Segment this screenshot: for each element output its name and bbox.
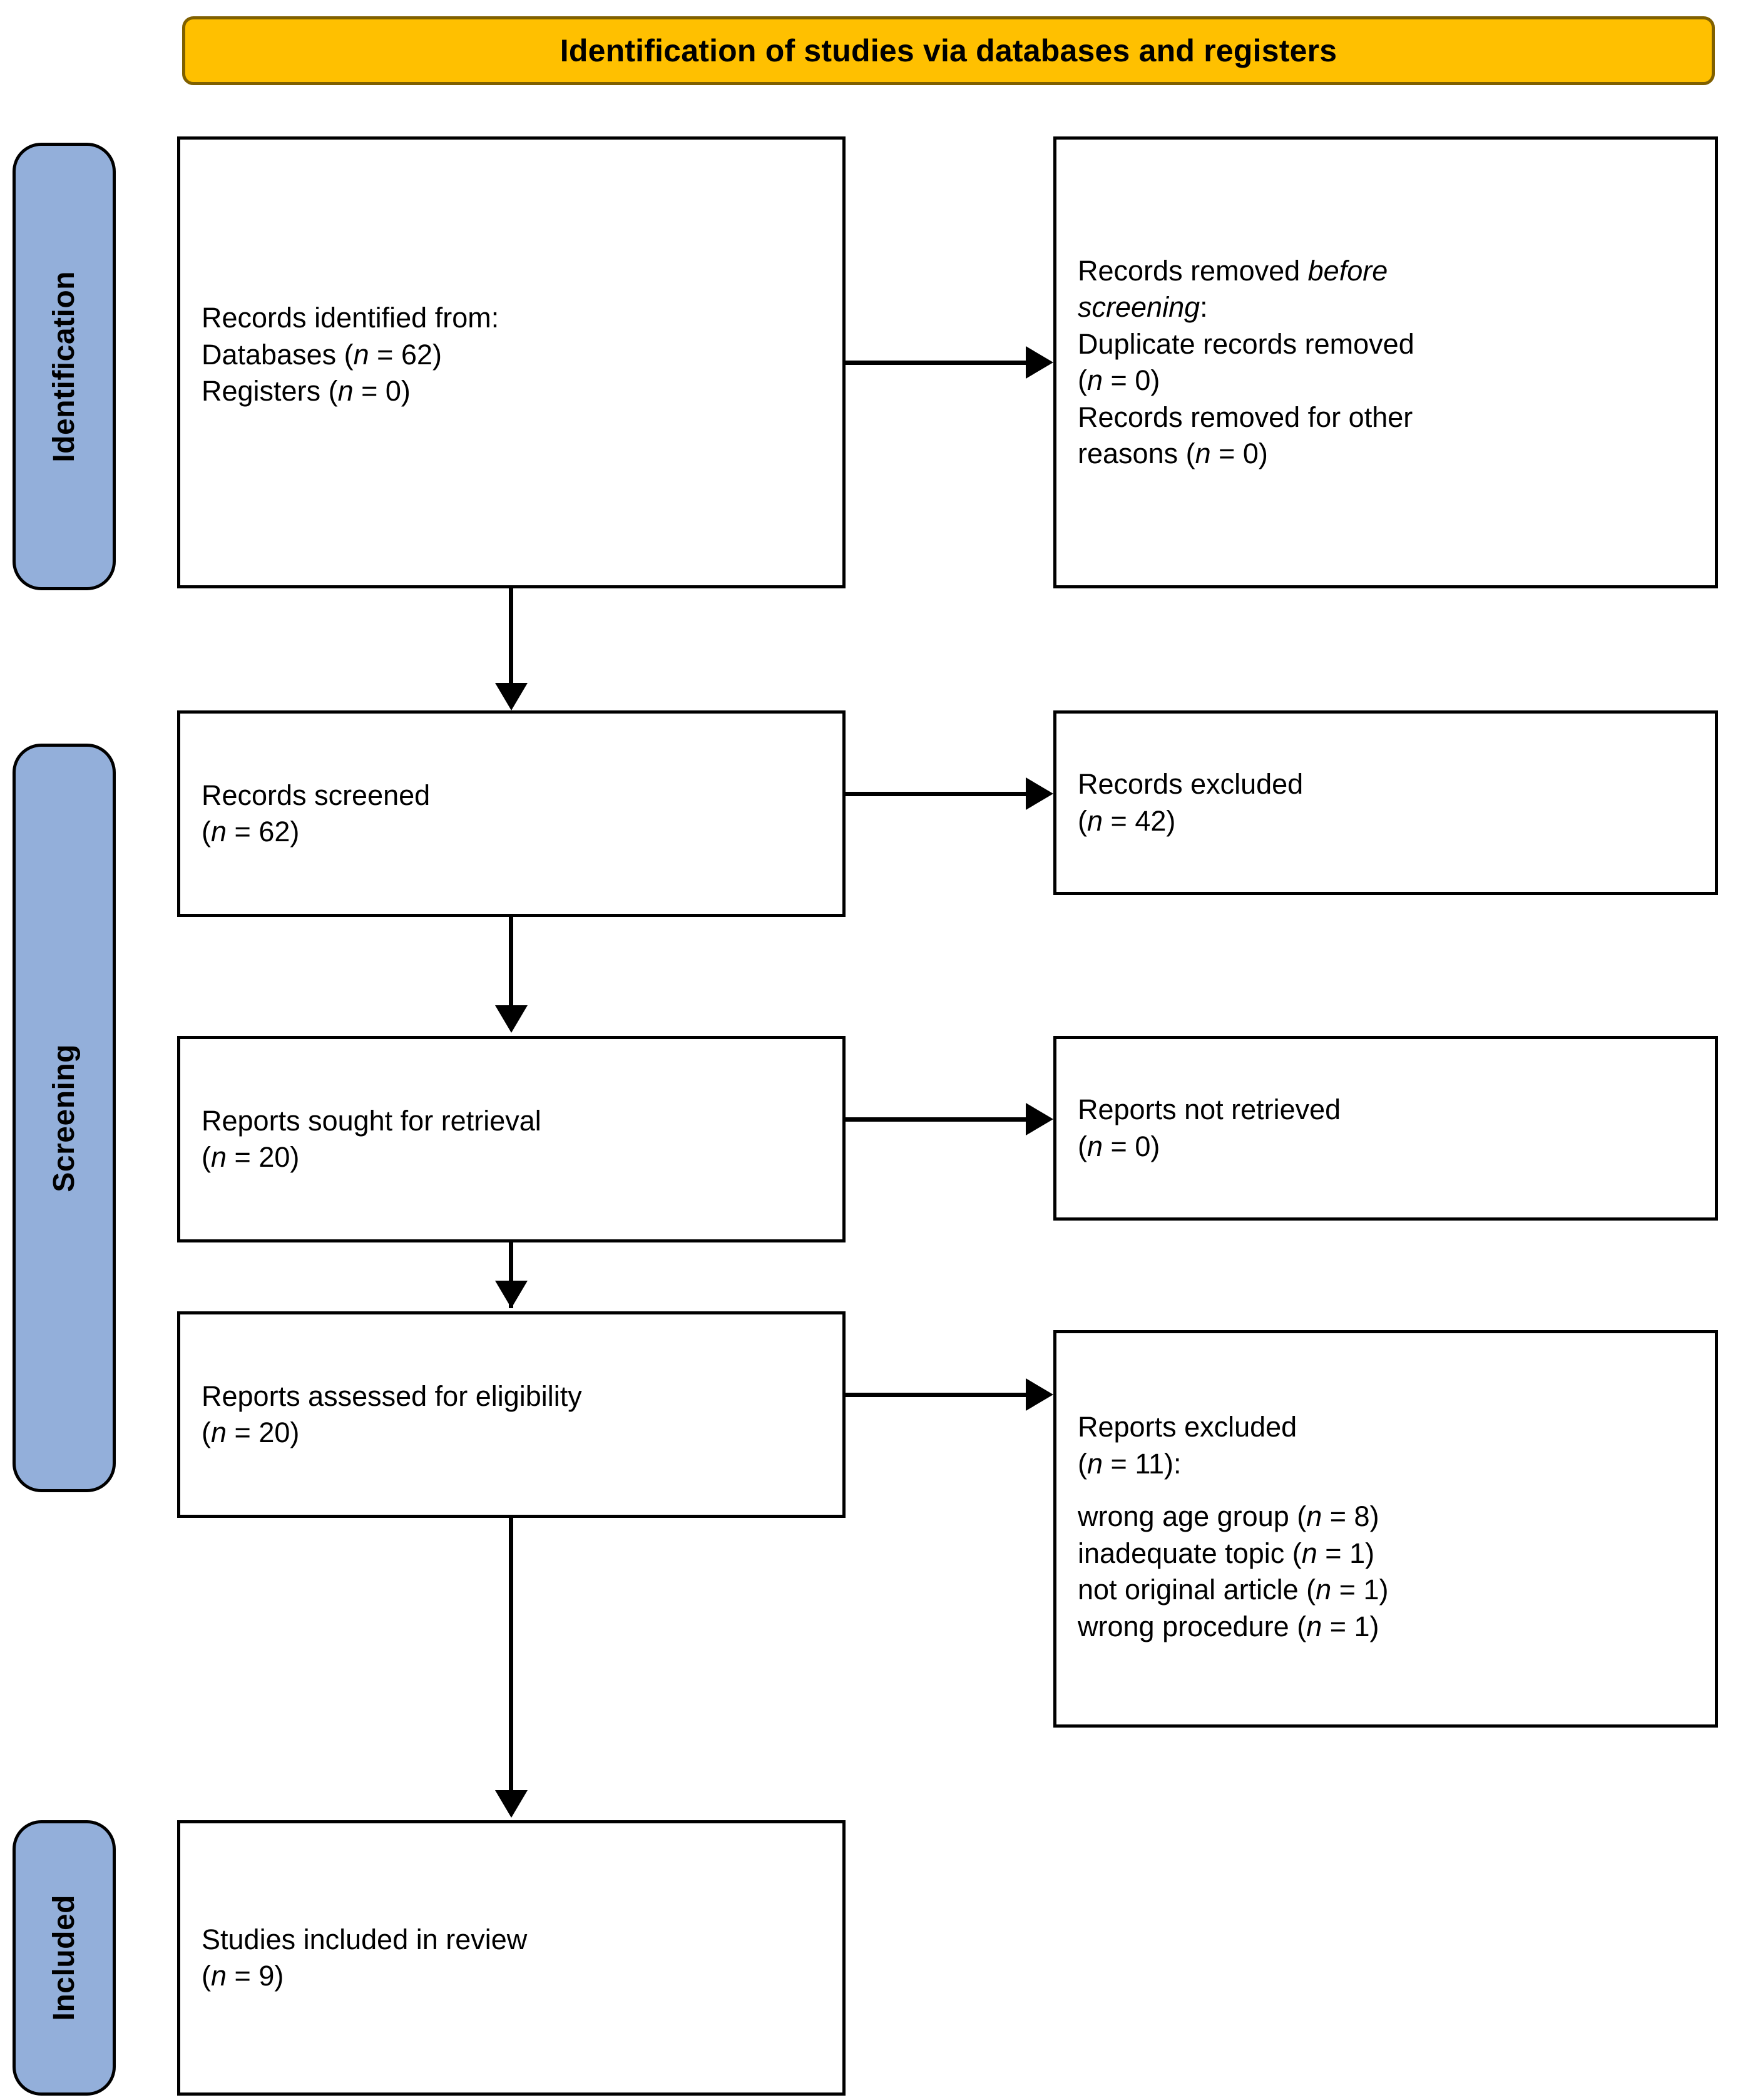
studies-included-line-1: Studies included in review <box>202 1923 528 1955</box>
box-records-excluded: Records excluded (n = 42) <box>1053 710 1718 895</box>
connector-screened-to-excluded <box>846 792 1027 796</box>
reports-sought-line-1: Reports sought for retrieval <box>202 1104 541 1137</box>
arrowhead-identified-to-screened <box>495 683 528 710</box>
connector-assessed-to-reports-excluded <box>846 1393 1027 1397</box>
records-identified-line-2: Databases (n = 62) <box>202 338 442 371</box>
connector-sought-to-not-retrieved <box>846 1117 1027 1122</box>
reports-excluded-reason-4: wrong procedure (n = 1) <box>1078 1610 1379 1642</box>
reports-not-retrieved-line-2: (n = 0) <box>1078 1130 1160 1162</box>
records-excluded-line-1: Records excluded <box>1078 768 1304 800</box>
box-reports-sought-text: Reports sought for retrieval (n = 20) <box>180 1103 842 1176</box>
arrowhead-sought-to-not-retrieved <box>1026 1103 1053 1135</box>
reports-excluded-line-2: (n = 11): <box>1078 1447 1182 1480</box>
connector-assessed-to-included <box>509 1518 513 1793</box>
box-records-removed-before-screening: Records removed before screening: Duplic… <box>1053 136 1718 588</box>
records-removed-line-3: Duplicate records removed <box>1078 327 1414 360</box>
connector-sought-to-assessed <box>509 1242 513 1308</box>
records-removed-line-2: screening: <box>1078 291 1208 323</box>
arrowhead-assessed-to-reports-excluded <box>1026 1378 1053 1411</box>
stage-rail-included: Included <box>13 1820 116 2096</box>
reports-excluded-line-1: Reports excluded <box>1078 1411 1297 1443</box>
box-records-screened-text: Records screened (n = 62) <box>180 777 842 851</box>
box-records-identified-text: Records identified from: Databases (n = … <box>180 300 842 410</box>
reports-excluded-reason-2: inadequate topic (n = 1) <box>1078 1537 1375 1569</box>
records-screened-line-2: (n = 62) <box>202 816 300 848</box>
box-records-screened: Records screened (n = 62) <box>177 710 846 917</box>
reports-assessed-line-1: Reports assessed for eligibility <box>202 1380 582 1412</box>
reports-excluded-reason-1: wrong age group (n = 8) <box>1078 1500 1379 1532</box>
records-identified-line-3: Registers (n = 0) <box>202 375 411 407</box>
box-reports-assessed-for-eligibility: Reports assessed for eligibility (n = 20… <box>177 1311 846 1518</box>
records-removed-line-1: Records removed before <box>1078 254 1388 287</box>
records-excluded-line-2: (n = 42) <box>1078 804 1176 837</box>
connector-screened-to-sought <box>509 917 513 1008</box>
reports-excluded-reason-3: not original article (n = 1) <box>1078 1574 1389 1606</box>
box-reports-sought-for-retrieval: Reports sought for retrieval (n = 20) <box>177 1036 846 1242</box>
records-removed-line-4: (n = 0) <box>1078 364 1160 396</box>
diagram-title: Identification of studies via databases … <box>560 33 1337 68</box>
box-studies-included-text: Studies included in review (n = 9) <box>180 1922 842 1995</box>
reports-assessed-line-2: (n = 20) <box>202 1416 300 1448</box>
stage-rail-identification: Identification <box>13 143 116 590</box>
box-reports-excluded: Reports excluded (n = 11): wrong age gro… <box>1053 1330 1718 1728</box>
connector-identified-to-screened <box>509 588 513 685</box>
box-reports-not-retrieved: Reports not retrieved (n = 0) <box>1053 1036 1718 1221</box>
arrowhead-screened-to-sought <box>495 1005 528 1033</box>
box-reports-excluded-text: Reports excluded (n = 11): wrong age gro… <box>1056 1409 1715 1645</box>
reports-sought-line-2: (n = 20) <box>202 1141 300 1173</box>
arrowhead-screened-to-excluded <box>1026 777 1053 810</box>
box-records-removed-text: Records removed before screening: Duplic… <box>1056 253 1715 473</box>
arrowhead-identified-to-removed <box>1026 346 1053 379</box>
records-removed-line-6: reasons (n = 0) <box>1078 438 1268 469</box>
box-reports-assessed-text: Reports assessed for eligibility (n = 20… <box>180 1378 842 1452</box>
box-reports-not-retrieved-text: Reports not retrieved (n = 0) <box>1056 1092 1715 1165</box>
stage-rail-label-included: Included <box>48 1895 81 2021</box>
connector-identified-to-removed <box>846 361 1027 365</box>
records-screened-line-1: Records screened <box>202 779 431 811</box>
stage-rail-label-identification: Identification <box>48 270 81 463</box>
reports-not-retrieved-line-1: Reports not retrieved <box>1078 1094 1341 1125</box>
box-studies-included-in-review: Studies included in review (n = 9) <box>177 1820 846 2096</box>
arrowhead-sought-to-assessed <box>495 1281 528 1308</box>
arrowhead-assessed-to-included <box>495 1790 528 1818</box>
box-records-excluded-text: Records excluded (n = 42) <box>1056 766 1715 839</box>
records-removed-line-5: Records removed for other <box>1078 401 1413 433</box>
diagram-header-banner: Identification of studies via databases … <box>182 16 1715 85</box>
stage-rail-screening: Screening <box>13 744 116 1492</box>
box-records-identified: Records identified from: Databases (n = … <box>177 136 846 588</box>
records-identified-line-1: Records identified from: <box>202 302 499 334</box>
studies-included-line-2: (n = 9) <box>202 1960 284 1992</box>
stage-rail-label-screening: Screening <box>48 1043 81 1192</box>
